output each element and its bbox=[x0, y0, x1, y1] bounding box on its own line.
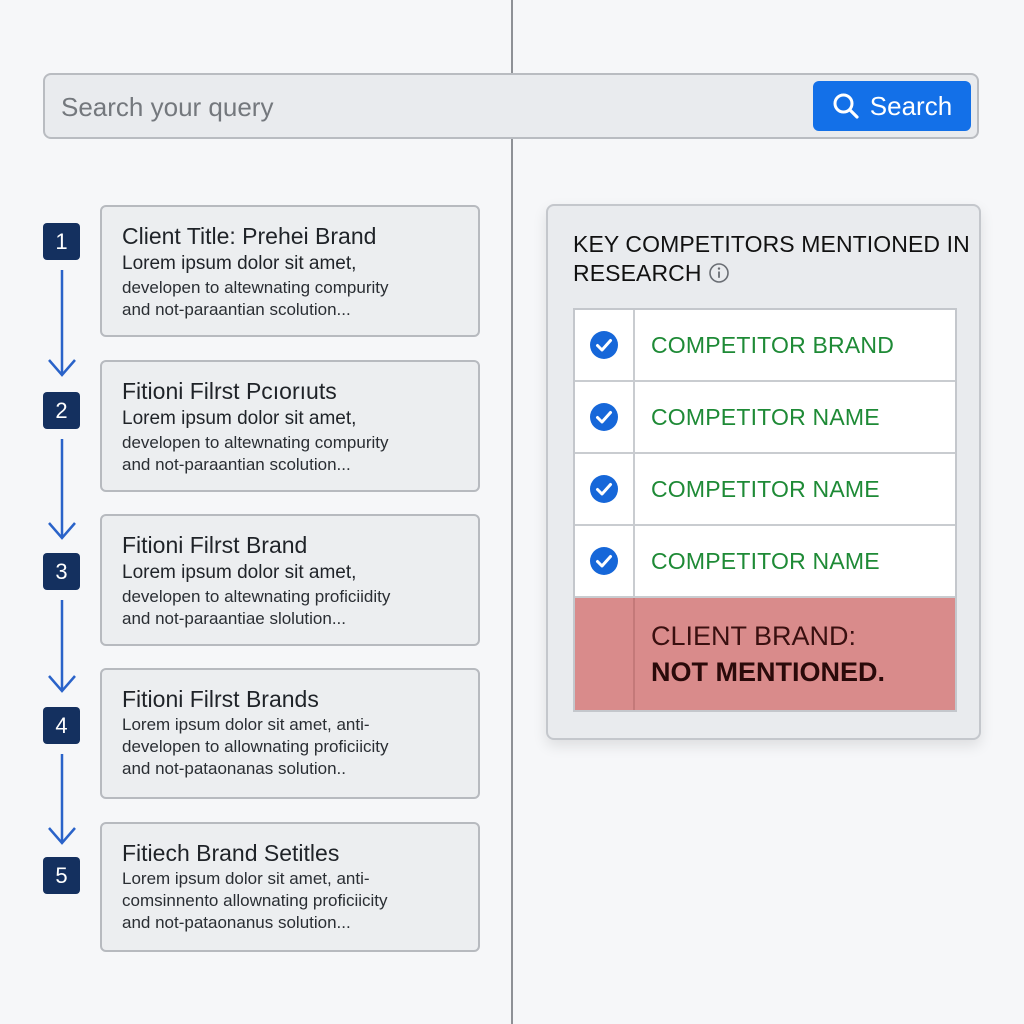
step-description: and not-pataonanas solution.. bbox=[122, 759, 347, 778]
client-status-row: CLIENT BRAND: NOT MENTIONED. bbox=[575, 598, 955, 710]
step-description: and not-paraantian scolution... bbox=[122, 455, 351, 474]
step-title: Fitioni Filrst Brand bbox=[122, 532, 308, 558]
step-description: and not-paraantiae slolution... bbox=[122, 609, 346, 628]
step-number-1: 1 bbox=[43, 223, 80, 260]
step-description: Lorem ipsum dolor sit amet, anti- bbox=[122, 869, 370, 888]
step-card-1[interactable]: Client Title: Prehei Brand Lorem ipsum d… bbox=[100, 205, 480, 337]
step-description: and not-paraantian scolution... bbox=[122, 300, 351, 319]
info-icon[interactable] bbox=[708, 262, 730, 291]
competitors-table: COMPETITOR BRAND COMPETITOR NAME COMPETI… bbox=[573, 308, 957, 712]
search-bar: Search bbox=[43, 73, 979, 139]
search-button[interactable]: Search bbox=[813, 81, 971, 131]
check-circle-icon bbox=[590, 331, 618, 359]
client-status-line2: NOT MENTIONED. bbox=[651, 657, 885, 687]
step-description: developen to allownating proficiicity bbox=[122, 737, 389, 756]
check-circle-icon bbox=[590, 475, 618, 503]
step-card-5[interactable]: Fitiech Brand Setitles Lorem ipsum dolor… bbox=[100, 822, 480, 952]
client-row-divider bbox=[633, 598, 635, 710]
step-title: Fitiech Brand Setitles bbox=[122, 840, 340, 866]
step-description: developen to altewnating compurity bbox=[122, 433, 389, 452]
step-number-3: 3 bbox=[43, 553, 80, 590]
step-description: developen to altewnating proficiidity bbox=[122, 587, 391, 606]
panel-heading: KEY COMPETITORS MENTIONED IN RESEARCH bbox=[573, 230, 973, 291]
client-status-line1: CLIENT BRAND: bbox=[651, 621, 857, 651]
arrow-down-icon bbox=[48, 270, 76, 377]
competitor-checkbox[interactable] bbox=[575, 310, 635, 380]
competitor-checkbox[interactable] bbox=[575, 526, 635, 596]
arrow-down-icon bbox=[48, 754, 76, 845]
step-title: Fitioni Filrst Pcıorıuts bbox=[122, 378, 337, 404]
step-title: Fitioni Filrst Brands bbox=[122, 686, 319, 712]
competitors-panel: KEY COMPETITORS MENTIONED IN RESEARCH CO… bbox=[546, 204, 981, 740]
competitor-name: COMPETITOR NAME bbox=[651, 547, 880, 574]
check-circle-icon bbox=[590, 403, 618, 431]
step-number-4: 4 bbox=[43, 707, 80, 744]
step-description: developen to altewnating compurity bbox=[122, 278, 389, 297]
competitor-row: COMPETITOR NAME bbox=[575, 526, 955, 598]
step-card-4[interactable]: Fitioni Filrst Brands Lorem ipsum dolor … bbox=[100, 668, 480, 799]
step-description: comsinnento allownating proficiicity bbox=[122, 891, 388, 910]
vertical-divider bbox=[511, 0, 513, 1024]
step-description: Lorem ipsum dolor sit amet, anti- bbox=[122, 715, 370, 734]
step-card-3[interactable]: Fitioni Filrst Brand Lorem ipsum dolor s… bbox=[100, 514, 480, 646]
step-description: Lorem ipsum dolor sit amet, bbox=[122, 408, 357, 429]
step-description: Lorem ipsum dolor sit amet, bbox=[122, 562, 357, 583]
arrow-down-icon bbox=[48, 600, 76, 693]
search-button-label: Search bbox=[869, 90, 953, 121]
step-number-2: 2 bbox=[43, 392, 80, 429]
competitor-checkbox[interactable] bbox=[575, 382, 635, 452]
step-description: and not-pataonanus solution... bbox=[122, 913, 351, 932]
competitor-row: COMPETITOR NAME bbox=[575, 454, 955, 526]
check-circle-icon bbox=[590, 547, 618, 575]
search-input[interactable] bbox=[59, 83, 803, 131]
step-card-2[interactable]: Fitioni Filrst Pcıorıuts Lorem ipsum dol… bbox=[100, 360, 480, 492]
arrow-down-icon bbox=[48, 439, 76, 540]
step-title: Client Title: Prehei Brand bbox=[122, 223, 377, 249]
competitor-row: COMPETITOR NAME bbox=[575, 382, 955, 454]
competitor-name: COMPETITOR BRAND bbox=[651, 331, 895, 358]
competitor-checkbox[interactable] bbox=[575, 454, 635, 524]
panel-heading-text: KEY COMPETITORS MENTIONED IN RESEARCH bbox=[573, 231, 970, 286]
competitor-name: COMPETITOR NAME bbox=[651, 403, 880, 430]
competitor-row: COMPETITOR BRAND bbox=[575, 310, 955, 382]
client-status-text: CLIENT BRAND: NOT MENTIONED. bbox=[651, 618, 951, 690]
competitor-name: COMPETITOR NAME bbox=[651, 475, 880, 502]
step-description: Lorem ipsum dolor sit amet, bbox=[122, 253, 357, 274]
step-number-5: 5 bbox=[43, 857, 80, 894]
search-icon bbox=[832, 92, 860, 120]
